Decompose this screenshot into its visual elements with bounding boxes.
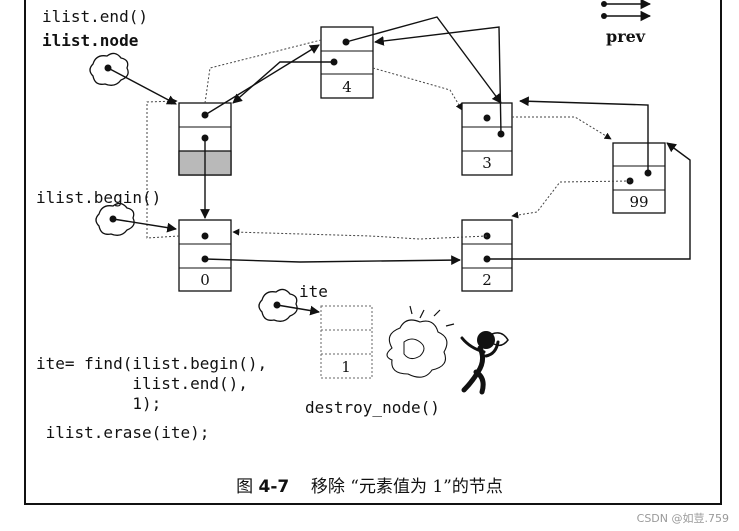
code-line-2: ilist.end(), (36, 374, 248, 393)
removed-node-value: 1 (341, 358, 351, 376)
destroy-cloud-icon (386, 305, 455, 378)
destroy-node-label: destroy_node() (305, 398, 440, 417)
code-line-4: ilist.erase(ite); (36, 423, 210, 442)
begin-pointer-blob (95, 202, 177, 236)
ite-pointer-blob (258, 288, 320, 322)
code-line-1: ite= find(ilist.begin(), (36, 354, 268, 373)
node-3: 3 (461, 102, 513, 176)
node-2-value: 2 (482, 271, 492, 289)
prev-label: prev (606, 27, 646, 46)
node-0-value: 0 (200, 271, 210, 289)
node-pointer-blob (89, 52, 177, 105)
ite-label: ite (299, 282, 328, 301)
caption-text: 移除 “元素值为 1”的节点 (310, 477, 503, 497)
removed-node-1: 1 (320, 305, 373, 379)
node-2: 2 (461, 219, 513, 292)
prev-legend (601, 0, 652, 22)
figure-frame (24, 0, 722, 505)
code-line-3: 1); (36, 394, 162, 413)
figure-caption: 图 4-7 移除 “元素值为 1”的节点 (0, 472, 739, 497)
worker-figure-icon (460, 331, 509, 395)
node-99-value: 99 (629, 193, 648, 211)
node-3-value: 3 (482, 154, 492, 172)
node-label: ilist.node (42, 31, 139, 50)
caption-number: 4-7 (258, 477, 290, 497)
dotted-links (146, 39, 631, 240)
end-label: ilist.end() (42, 7, 148, 26)
watermark: CSDN @如荳.759 (636, 512, 729, 525)
solid-links (200, 16, 691, 266)
node-99: 99 (612, 142, 666, 214)
node-4-value: 4 (342, 78, 352, 96)
node-0: 0 (178, 219, 232, 292)
caption-prefix: 图 (236, 477, 254, 497)
begin-label: ilist.begin() (36, 188, 162, 207)
